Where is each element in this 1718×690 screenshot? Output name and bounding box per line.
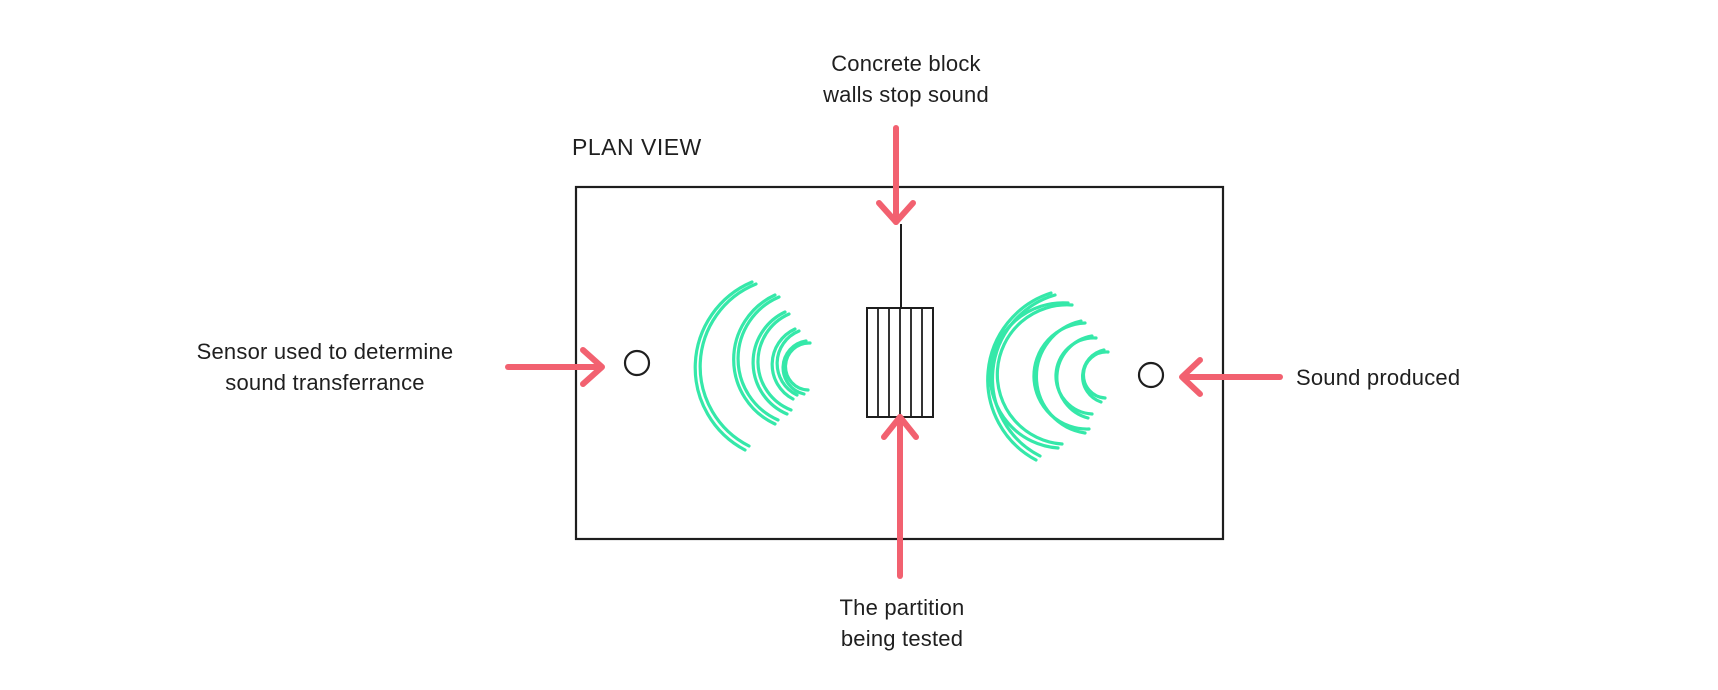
concrete-walls-label-line-2: walls stop sound (823, 82, 989, 107)
partition-arrowhead (881, 414, 919, 440)
concrete-walls-label-line-1: Concrete block (831, 51, 981, 76)
concrete-walls-label: Concrete block walls stop sound (811, 48, 1001, 110)
sensor-label: Sensor used to determine sound transferr… (175, 336, 475, 398)
concrete-walls-arrowhead (876, 200, 916, 225)
partition-label: The partition being tested (802, 592, 1002, 654)
sensor-label-line-1: Sensor used to determine (196, 339, 454, 364)
partition-label-line-1: The partition (839, 595, 965, 620)
sound-produced-arrowhead (1179, 357, 1203, 397)
sensor-circle-icon (623, 349, 651, 377)
sound-source-circle-icon (1137, 361, 1165, 389)
sound-produced-label: Sound produced (1296, 362, 1516, 393)
plan-view-title: PLAN VIEW (572, 134, 702, 160)
partition-panel-icon (866, 307, 934, 418)
partition-label-line-2: being tested (840, 626, 964, 651)
sensor-arrowhead (580, 347, 605, 387)
sound-produced-label-line-1: Sound produced (1296, 365, 1461, 390)
right-sound-wave-icon (986, 291, 1110, 462)
sensor-label-line-2: sound transferrance (225, 370, 425, 395)
arrow-icon (505, 125, 1283, 579)
left-sound-wave-icon (693, 280, 812, 452)
